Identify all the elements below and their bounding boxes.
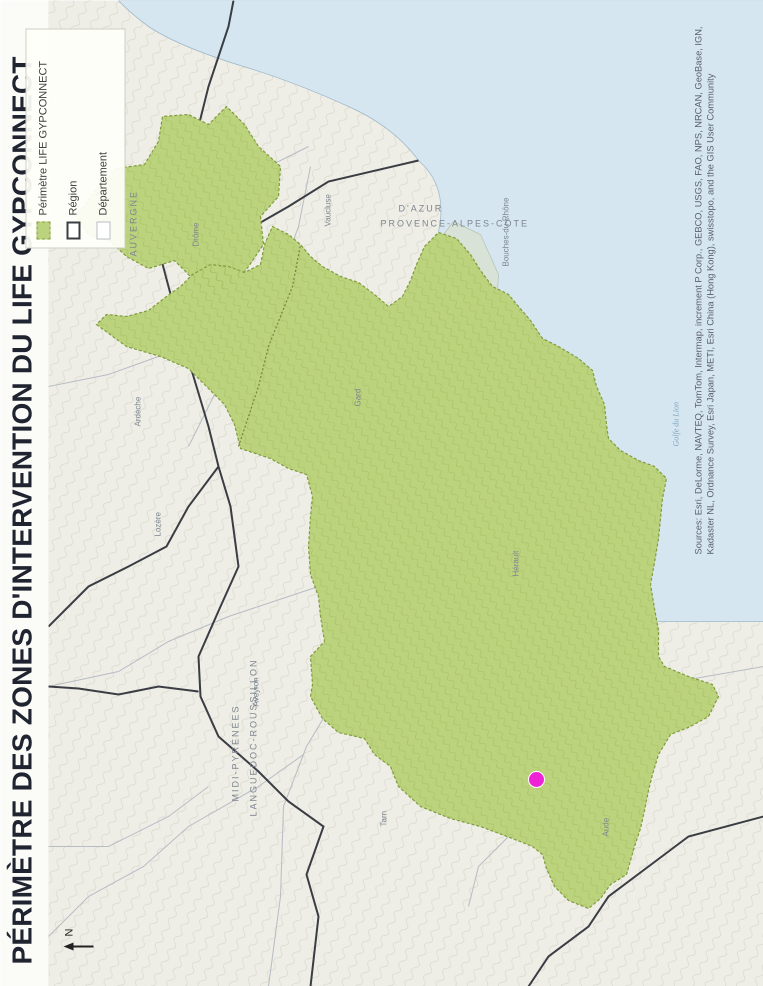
svg-text:N: N (63, 928, 75, 936)
dept-label-gard: Gard (353, 388, 362, 406)
legend-label-region: Région (67, 180, 79, 215)
dept-label-aude: Aude (601, 817, 610, 836)
place-labels: PROVENCE-ALPES-CÔTE D'AZUR MIDI-PYRÉNÉES… (128, 189, 680, 836)
dept-label-tarn: Tarn (379, 810, 388, 826)
region-swatch (66, 221, 80, 239)
region-label-paca-line2: D'AZUR (398, 203, 443, 213)
region-label-midi-pyrenees: MIDI-PYRÉNÉES (230, 704, 240, 801)
legend-item-department: Département (92, 151, 114, 239)
map-canvas[interactable]: PROVENCE-ALPES-CÔTE D'AZUR MIDI-PYRÉNÉES… (48, 0, 763, 986)
dept-label-bouches-du-rhone: Bouches-du-Rhône (501, 197, 510, 266)
perimeter-relief-north (76, 106, 280, 296)
sea-label: Golfe du Lion (671, 402, 680, 446)
dept-label-vaucluse: Vaucluse (323, 193, 332, 226)
legend-item-perimeter: Périmètre LIFE GYPCONNECT (32, 60, 54, 239)
perimeter-relief-main (96, 226, 718, 908)
legend-item-region: Région (62, 180, 84, 239)
region-label-languedoc: LANGUEDOC-ROUSSILLON (248, 658, 258, 816)
department-swatch (96, 221, 110, 239)
perimeter-swatch (36, 221, 50, 239)
dept-label-aveyron: Aveyron (251, 677, 260, 706)
dept-label-lozere: Lozère (153, 511, 162, 536)
map-legend: Périmètre LIFE GYPCONNECT Région Départe… (25, 28, 125, 248)
map-sources: Sources: Esri, DeLorme, NAVTEQ, TomTom, … (693, 25, 715, 554)
legend-label-department: Département (97, 151, 109, 215)
dept-label-ardeche: Ardèche (133, 396, 142, 426)
region-label-paca: PROVENCE-ALPES-CÔTE (380, 218, 529, 228)
north-arrow: N (63, 928, 93, 950)
dept-label-herault: Hérault (511, 549, 520, 576)
legend-label-perimeter: Périmètre LIFE GYPCONNECT (37, 60, 49, 215)
region-label-auvergne: AUVERGNE (128, 189, 138, 256)
dept-label-drome: Drôme (191, 221, 200, 246)
